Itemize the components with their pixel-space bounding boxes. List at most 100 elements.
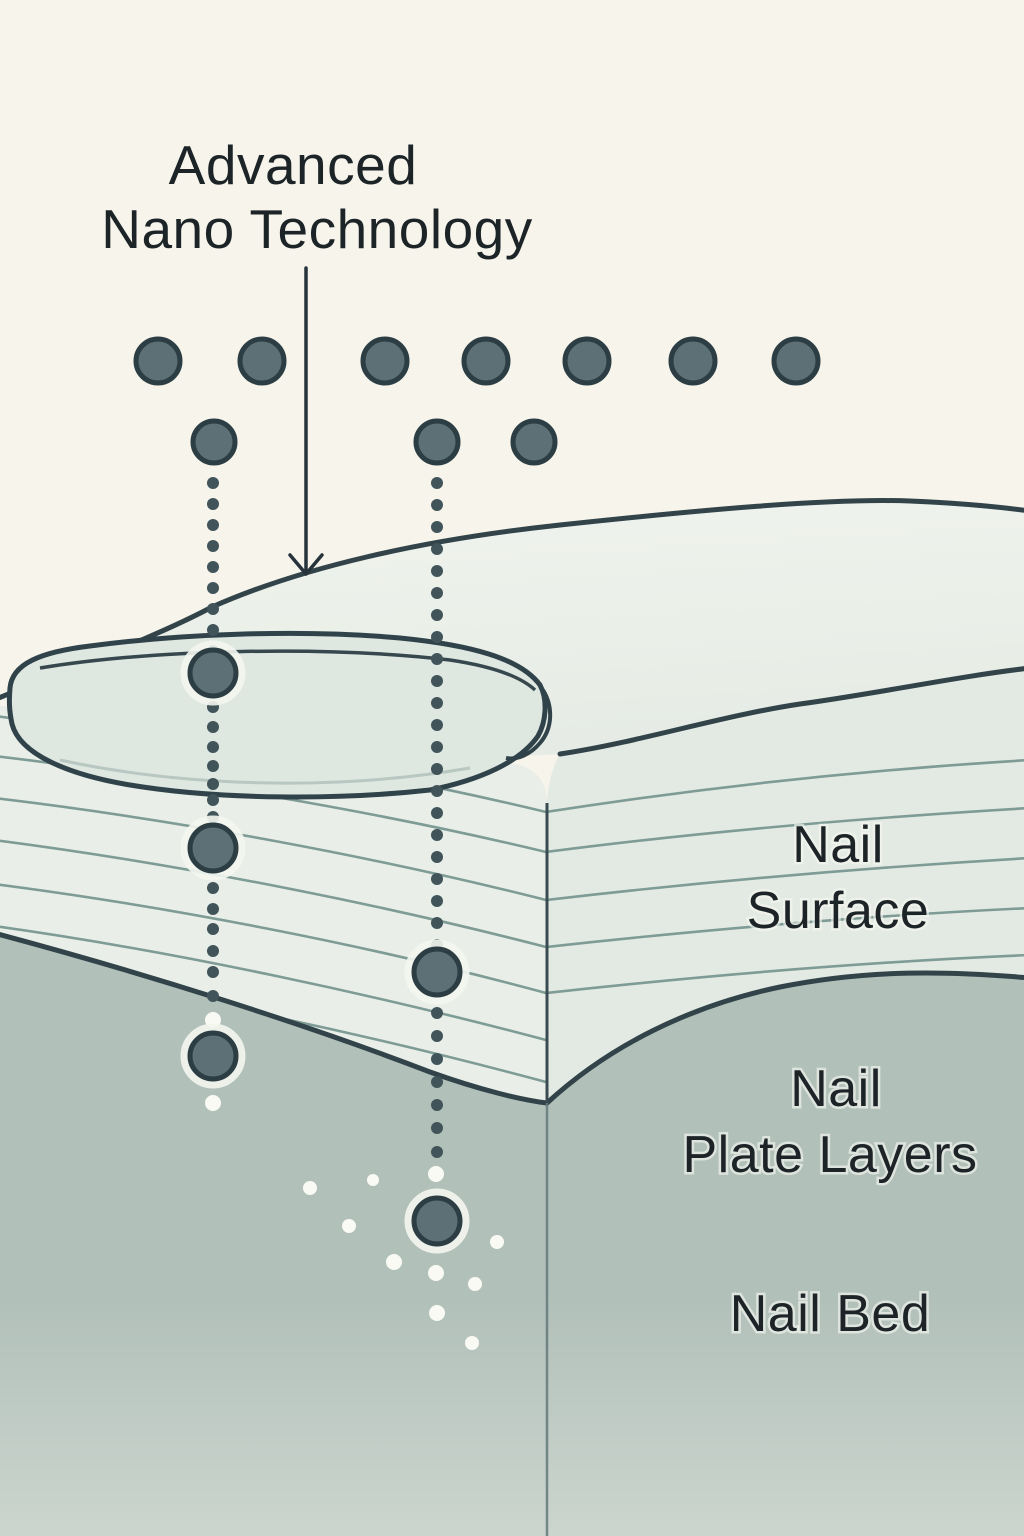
trail-dot — [207, 882, 219, 894]
nail-plate-right-face — [547, 669, 1024, 1103]
trail-dot — [431, 1030, 443, 1042]
particle-halo — [404, 1188, 470, 1254]
trail-dot — [207, 923, 219, 935]
trail-dot — [431, 653, 443, 665]
trail-dot — [431, 1053, 443, 1065]
embedded-nano-particle — [187, 822, 239, 874]
title-line-1: Advanced — [169, 134, 418, 196]
nail-plate-left-face — [0, 706, 547, 1103]
trail-dot — [207, 624, 219, 636]
trail-dot — [207, 721, 219, 733]
nail-front-edge-line — [557, 666, 1024, 757]
trail-dot — [431, 1146, 443, 1158]
particle-trail-right — [431, 477, 443, 1158]
label-nail-surface-line1: Nail — [792, 816, 884, 874]
label-nail-surface-line2: Surface — [747, 882, 930, 940]
particle-halo — [404, 939, 470, 1005]
nano-particle — [562, 336, 612, 386]
trail-dot — [431, 631, 443, 643]
trail-dot — [431, 477, 443, 489]
trail-dot — [431, 851, 443, 863]
white-micro-dot — [205, 1095, 221, 1111]
trail-dot — [431, 895, 443, 907]
embedded-nano-particles — [180, 640, 470, 1254]
white-micro-dot — [428, 1166, 444, 1182]
trail-dot — [207, 903, 219, 915]
plate-layer-lines-right — [547, 758, 1024, 995]
particle-halo — [180, 1023, 246, 1089]
trail-dot — [207, 741, 219, 753]
trail-dot — [207, 945, 219, 957]
trail-dot — [431, 1076, 443, 1088]
trail-dot — [431, 719, 443, 731]
trail-dot — [431, 807, 443, 819]
trail-dot — [207, 990, 219, 1002]
nano-particle — [771, 336, 821, 386]
trail-dot — [431, 499, 443, 511]
nail-bed-region — [0, 934, 1024, 1536]
label-nail-plate-line1: Nail — [790, 1060, 882, 1118]
nail-bed-boundary-left — [0, 932, 550, 1106]
nano-particle — [237, 336, 287, 386]
trail-dot — [207, 778, 219, 790]
free-edge-body — [6, 630, 548, 800]
trail-dot — [207, 603, 219, 615]
trail-dot — [207, 540, 219, 552]
embedded-nano-particle — [411, 1195, 463, 1247]
trail-dot — [207, 561, 219, 573]
trail-dot — [431, 785, 443, 797]
particle-trail-left — [207, 477, 219, 1002]
nano-particle — [461, 336, 511, 386]
embedded-nano-particle — [187, 647, 239, 699]
free-edge-shading-line — [59, 758, 471, 785]
trail-dot — [207, 794, 219, 806]
trail-dot — [431, 675, 443, 687]
trail-dot — [431, 763, 443, 775]
nano-particles-second-row — [190, 418, 558, 466]
nail-top-curve — [0, 498, 1024, 701]
trail-dot — [431, 543, 443, 555]
nano-particles-top-row — [133, 336, 821, 386]
white-micro-dot — [468, 1277, 482, 1291]
white-micro-dot — [342, 1219, 356, 1233]
trail-dot — [207, 498, 219, 510]
free-edge-curl — [505, 688, 553, 761]
trail-dot — [431, 873, 443, 885]
trail-dot — [431, 1007, 443, 1019]
trail-dot — [207, 966, 219, 978]
trail-dot — [431, 609, 443, 621]
embedded-nano-particle — [187, 1030, 239, 1082]
white-micro-dot — [465, 1336, 479, 1350]
particle-halo — [180, 815, 246, 881]
embedded-nano-particle — [411, 946, 463, 998]
trail-dot — [431, 587, 443, 599]
trail-dot — [431, 741, 443, 753]
down-arrow-icon — [288, 266, 324, 576]
white-micro-dot — [386, 1254, 402, 1270]
trail-dot — [207, 477, 219, 489]
nano-particle — [190, 418, 238, 466]
white-micro-dot — [303, 1181, 317, 1195]
trail-dot — [431, 1122, 443, 1134]
trail-dot — [431, 917, 443, 929]
trail-dot — [431, 565, 443, 577]
trail-dot — [207, 519, 219, 531]
nail-bed-boundary-right — [544, 970, 1024, 1106]
title-line-2: Nano Technology — [101, 198, 533, 260]
trail-dot — [207, 582, 219, 594]
white-micro-dot — [367, 1174, 379, 1186]
free-edge-inner-line — [39, 649, 537, 692]
white-micro-dot — [428, 1265, 444, 1281]
white-micro-dots — [205, 1012, 504, 1350]
white-micro-dot — [490, 1235, 504, 1249]
nano-particle — [510, 418, 558, 466]
trail-dot — [431, 521, 443, 533]
nail-free-edge — [6, 630, 553, 800]
nano-particle — [668, 336, 718, 386]
trail-dot — [431, 829, 443, 841]
nano-particle — [413, 418, 461, 466]
trail-dot — [207, 760, 219, 772]
label-nail-bed: Nail Bed — [730, 1285, 931, 1343]
